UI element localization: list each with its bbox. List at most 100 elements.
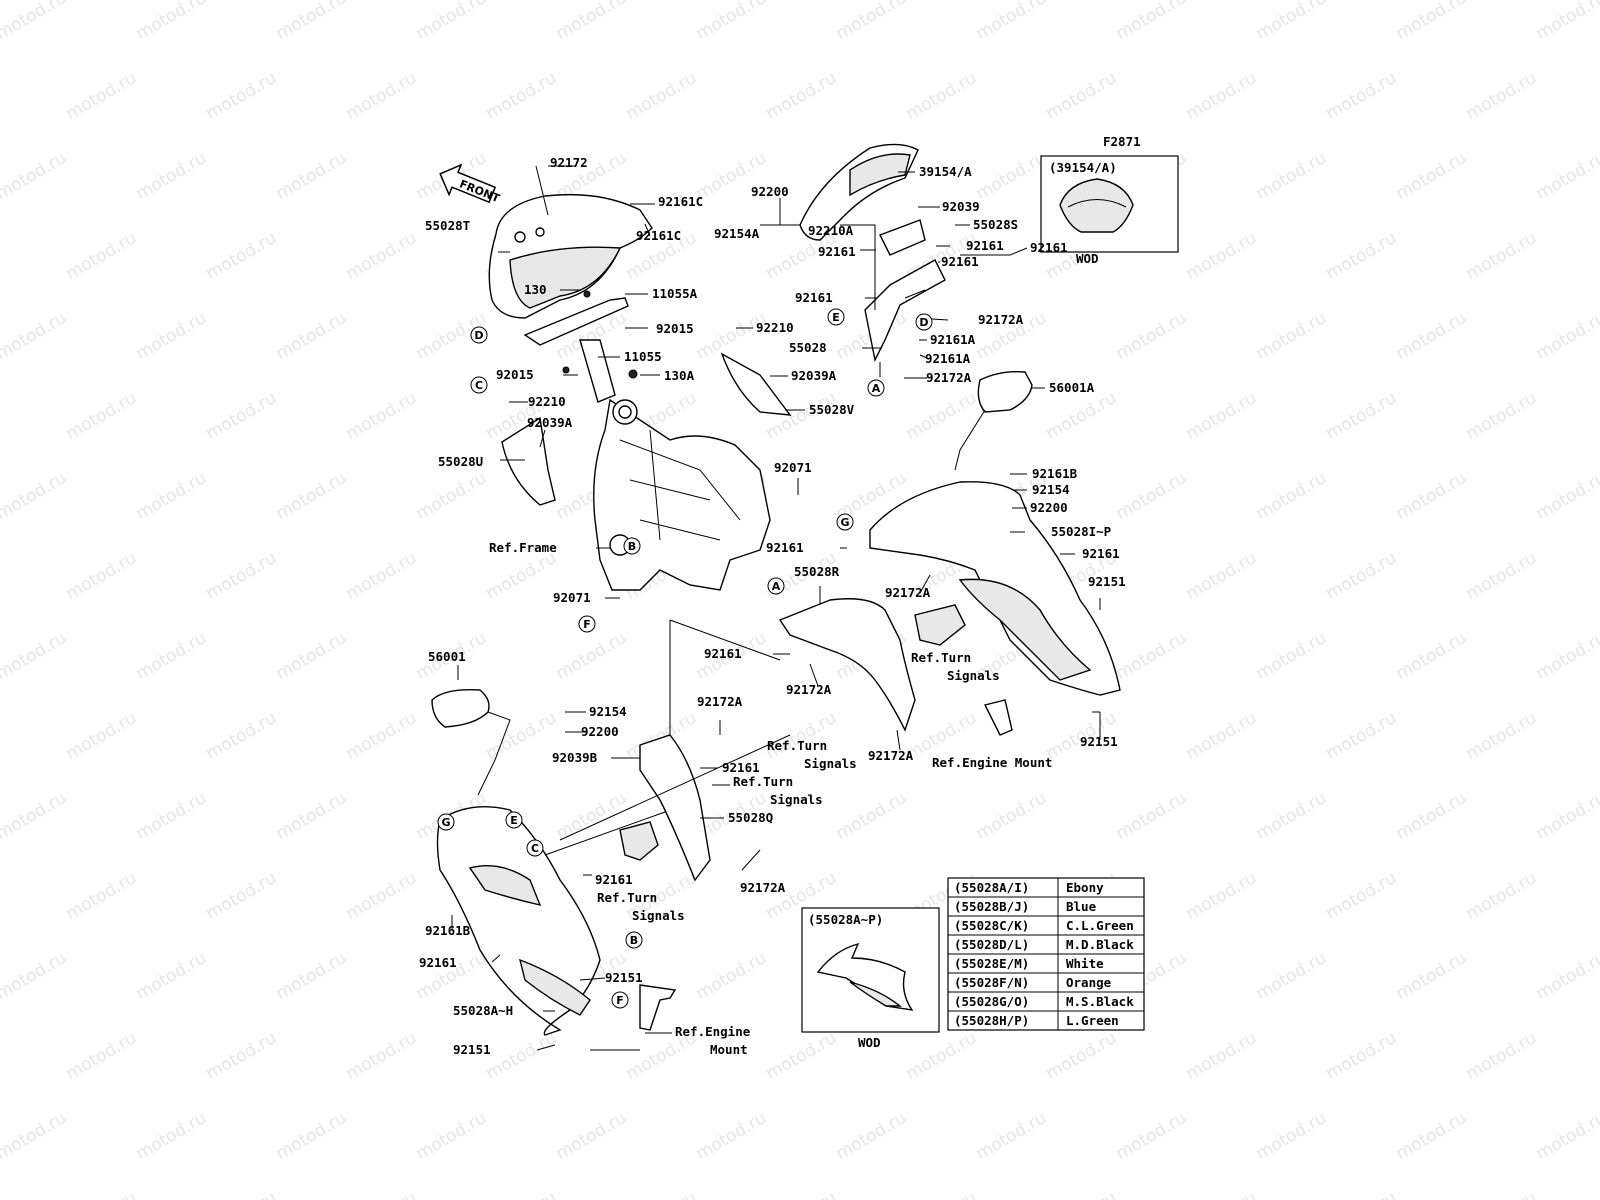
color-table-color: M.D.Black (1066, 937, 1134, 952)
color-table-color: C.L.Green (1066, 918, 1134, 933)
watermark-text: motod.ru (343, 68, 421, 124)
watermark-text: motod.ru (1113, 628, 1191, 684)
label-92210A: 92210A (808, 223, 854, 238)
label-55028U: 55028U (438, 454, 483, 469)
watermark-text: motod.ru (133, 628, 211, 684)
watermark-text: motod.ru (0, 308, 70, 364)
watermark-text: motod.ru (413, 0, 491, 44)
watermark-text: motod.ru (1393, 0, 1471, 44)
watermark-text: motod.ru (273, 468, 351, 524)
color-table-code: (55028D/L) (954, 937, 1029, 952)
watermark-text: motod.ru (203, 1188, 281, 1200)
watermark-text: motod.ru (1463, 548, 1541, 604)
color-table-color: M.S.Black (1066, 994, 1134, 1009)
watermark-text: motod.ru (1253, 148, 1331, 204)
watermark-text: motod.ru (1113, 468, 1191, 524)
ref-engine-mount-1: Ref.Engine Mount (932, 755, 1052, 770)
watermark-text: motod.ru (1183, 68, 1261, 124)
label-92161-c: 92161 (1030, 240, 1068, 255)
mirror-left (431, 689, 490, 728)
watermark-text: motod.ru (1323, 1028, 1401, 1084)
watermark-text: motod.ru (833, 788, 911, 844)
color-table-color: White (1066, 956, 1104, 971)
inner-panel-55028 (864, 259, 946, 363)
watermark-text: motod.ru (343, 708, 421, 764)
label-55028AH: 55028A~H (453, 1003, 513, 1018)
label-92015-a: 92015 (656, 321, 694, 336)
label-92161-h: 92161 (704, 646, 742, 661)
inset-cowling-caption: WOD (858, 1035, 881, 1050)
label-92154-a: 92154 (1032, 482, 1070, 497)
watermark-text: motod.ru (1463, 868, 1541, 924)
label-11055: 11055 (624, 349, 662, 364)
watermark-text: motod.ru (903, 68, 981, 124)
watermark-text: motod.ru (1463, 68, 1541, 124)
circle-ref-C-1: C (470, 376, 488, 394)
watermark-text: motod.ru (1323, 708, 1401, 764)
watermark-text: motod.ru (133, 0, 211, 44)
watermark-text: motod.ru (1253, 628, 1331, 684)
watermark-text: motod.ru (273, 788, 351, 844)
frame (593, 398, 771, 591)
ref-engine-mount-2-a: Ref.Engine (675, 1024, 751, 1039)
watermark-text: motod.ru (1183, 1028, 1261, 1084)
label-130: 130 (524, 282, 547, 297)
watermark-text: motod.ru (203, 388, 281, 444)
watermark-text: motod.ru (553, 1108, 631, 1164)
watermark-text: motod.ru (63, 708, 141, 764)
svg-text:F: F (583, 618, 591, 631)
circle-ref-F-2: F (611, 991, 629, 1009)
ref-turn-1-b: Signals (947, 668, 1000, 683)
watermark-text: motod.ru (1043, 68, 1121, 124)
svg-text:B: B (628, 540, 636, 553)
circle-ref-D-2: D (915, 313, 933, 331)
watermark-text: motod.ru (483, 708, 561, 764)
label-92172A-d: 92172A (786, 682, 832, 697)
watermark-text: motod.ru (1533, 308, 1600, 364)
watermark-text: motod.ru (63, 868, 141, 924)
label-55028R: 55028R (794, 564, 840, 579)
svg-text:D: D (474, 329, 483, 342)
color-table-code: (55028C/K) (954, 918, 1029, 933)
watermark-text: motod.ru (63, 388, 141, 444)
svg-text:C: C (475, 379, 483, 392)
circle-ref-B-2: B (625, 931, 643, 949)
svg-text:C: C (531, 842, 539, 855)
watermark-text: motod.ru (273, 148, 351, 204)
watermark-text: motod.ru (1113, 788, 1191, 844)
label-92161-d: 92161 (818, 244, 856, 259)
watermark-text: motod.ru (203, 708, 281, 764)
label-92161-b: 92161 (941, 254, 979, 269)
watermark-text: motod.ru (133, 308, 211, 364)
svg-text:E: E (832, 311, 840, 324)
watermark-text: motod.ru (483, 1028, 561, 1084)
label-92172A-b: 92172A (926, 370, 972, 385)
ref-turn-2-a: Ref.Turn (767, 738, 827, 753)
watermark-text: motod.ru (0, 0, 70, 44)
watermark-text: motod.ru (1183, 1188, 1261, 1200)
label-92172A-f: 92172A (697, 694, 743, 709)
ref-engine-mount-2-b: Mount (710, 1042, 748, 1057)
watermark-text: motod.ru (1463, 708, 1541, 764)
watermark-text: motod.ru (1393, 148, 1471, 204)
label-92210-a: 92210 (528, 394, 566, 409)
watermark-text: motod.ru (203, 228, 281, 284)
color-table-code: (55028F/N) (954, 975, 1029, 990)
circle-ref-G-2: G (437, 813, 455, 831)
watermark-text: motod.ru (343, 388, 421, 444)
turn-signal-left (619, 821, 659, 861)
watermark-text: motod.ru (203, 548, 281, 604)
ref-turn-4-b: Signals (632, 908, 685, 923)
label-92151-d: 92151 (453, 1042, 491, 1057)
label-92161B-b: 92161B (425, 923, 471, 938)
watermark-text: motod.ru (273, 0, 351, 44)
watermark-text: motod.ru (413, 1108, 491, 1164)
watermark-text: motod.ru (693, 0, 771, 44)
ref-turn-2-b: Signals (804, 756, 857, 771)
label-92039A-a: 92039A (527, 415, 573, 430)
color-table-color: Ebony (1066, 880, 1104, 895)
label-92200-c: 92200 (581, 724, 619, 739)
watermark-text: motod.ru (1533, 948, 1600, 1004)
middle-panel-55028R (778, 598, 916, 732)
label-92172A-g: 92172A (740, 880, 786, 895)
